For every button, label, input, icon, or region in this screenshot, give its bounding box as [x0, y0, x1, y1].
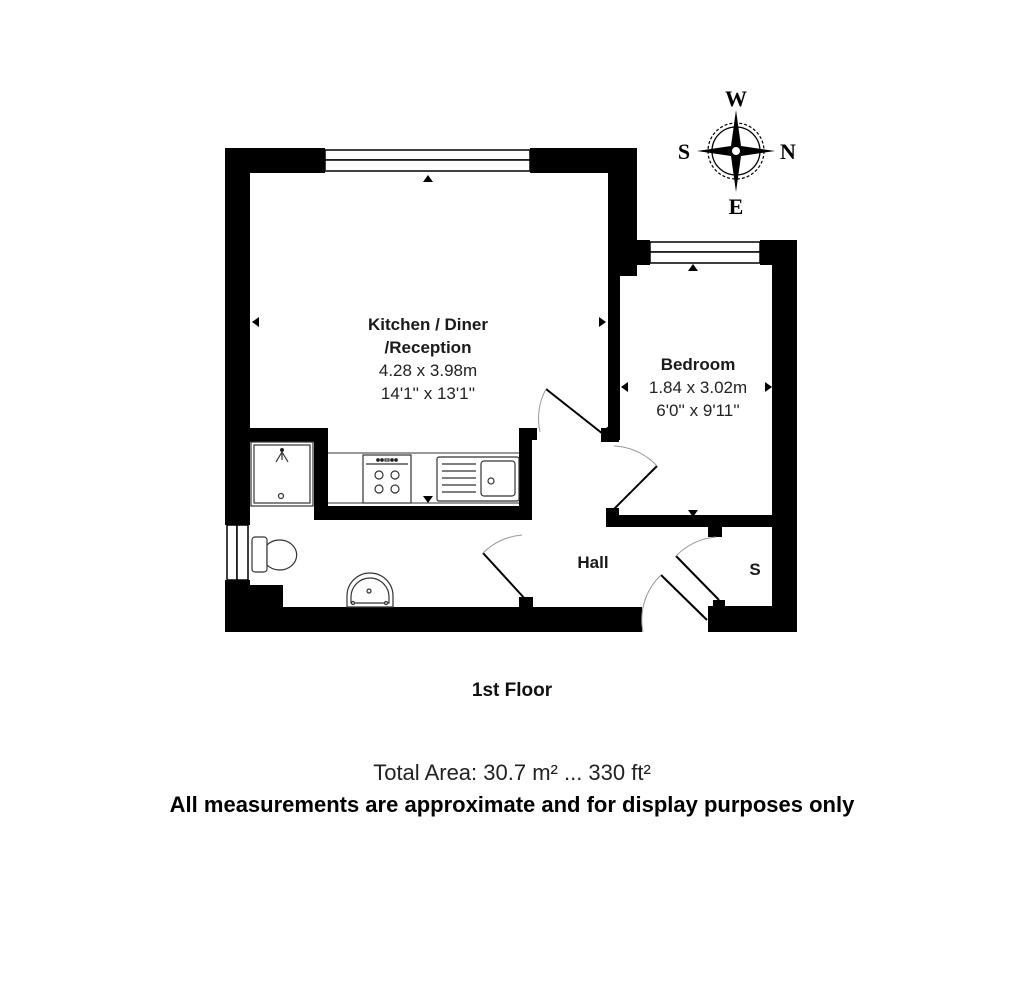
floor-label: 1st Floor	[471, 680, 553, 701]
room-name: S	[749, 560, 761, 579]
total-area: Total Area: 30.7 m² ... 330 ft²	[373, 760, 651, 785]
compass-north-label: N	[780, 139, 796, 164]
kitchen-window	[324, 149, 531, 161]
room-name: Kitchen / Diner	[368, 315, 488, 334]
bathroom-window	[226, 524, 238, 581]
room-bedroom: Bedroom 1.84 x 3.02m 6'0'' x 9'11''	[630, 353, 766, 422]
room-name-continued: /Reception	[384, 338, 472, 357]
bedroom-window	[649, 241, 761, 253]
walls	[225, 148, 797, 632]
room-storage: S	[735, 558, 775, 581]
disclaimer: All measurements are approximate and for…	[169, 792, 855, 817]
basin	[346, 572, 394, 608]
sink	[436, 456, 520, 502]
room-name: Bedroom	[660, 355, 736, 374]
doors	[482, 388, 720, 633]
room-kitchen-diner-reception: Kitchen / Diner /Reception 4.28 x 3.98m …	[318, 313, 538, 405]
shower-tray	[250, 441, 314, 507]
room-metric-dimensions: 1.84 x 3.02m	[648, 378, 748, 397]
room-metric-dimensions: 4.28 x 3.98m	[378, 361, 478, 380]
room-hall: Hall	[553, 551, 633, 574]
hob	[362, 454, 412, 504]
windows	[226, 149, 761, 581]
room-imperial-dimensions: 6'0'' x 9'11''	[656, 401, 740, 420]
compass-west-label: W	[725, 86, 747, 111]
compass-east-label: E	[728, 194, 744, 219]
compass-rose	[697, 110, 775, 192]
compass-south-label: S	[677, 139, 691, 164]
toilet	[251, 536, 298, 573]
dimension-markers	[252, 175, 772, 517]
room-name: Hall	[577, 553, 609, 572]
room-imperial-dimensions: 14'1'' x 13'1''	[380, 384, 476, 403]
worktop	[328, 452, 519, 504]
